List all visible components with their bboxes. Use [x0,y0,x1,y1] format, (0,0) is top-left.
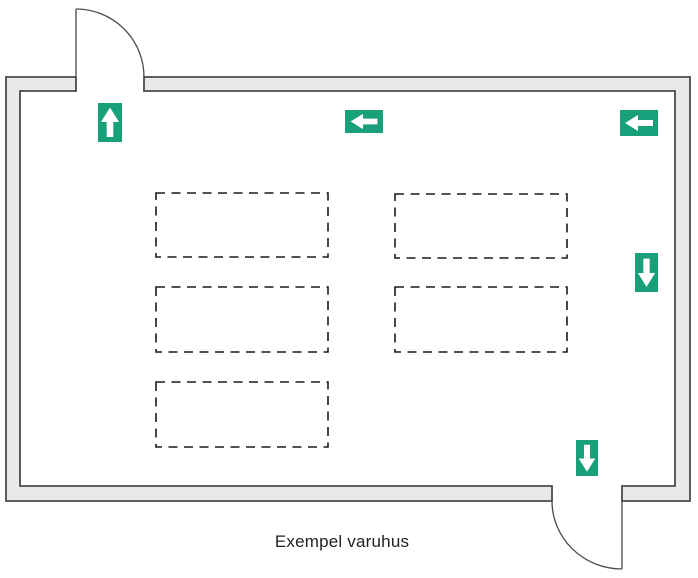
shelf-area-left-3 [155,381,329,448]
arrow-down-icon [578,444,596,472]
arrow-up-icon [101,107,119,137]
arrow-left-icon [625,115,653,131]
diagram-caption: Exempel varuhus [274,532,410,551]
exit-sign-right-wall [635,253,658,292]
wall-left-bottom [5,76,553,502]
shelf-area-left-2 [155,286,329,353]
exit-sign-top-middle [345,110,383,133]
door-swing-arc-bottom-right [551,500,623,570]
shelf-area-right-2 [394,286,568,353]
shelf-area-left-1 [155,192,329,258]
exit-sign-top-right [620,110,658,136]
arrow-left-icon [350,113,378,130]
exit-sign-bottom-right-door [576,440,598,476]
wall-top-right [143,76,691,502]
shelf-area-right-1 [394,193,568,259]
arrow-down-icon [637,258,656,287]
exit-sign-top-left-door [98,103,122,142]
door-swing-arc-top-left [75,8,145,78]
